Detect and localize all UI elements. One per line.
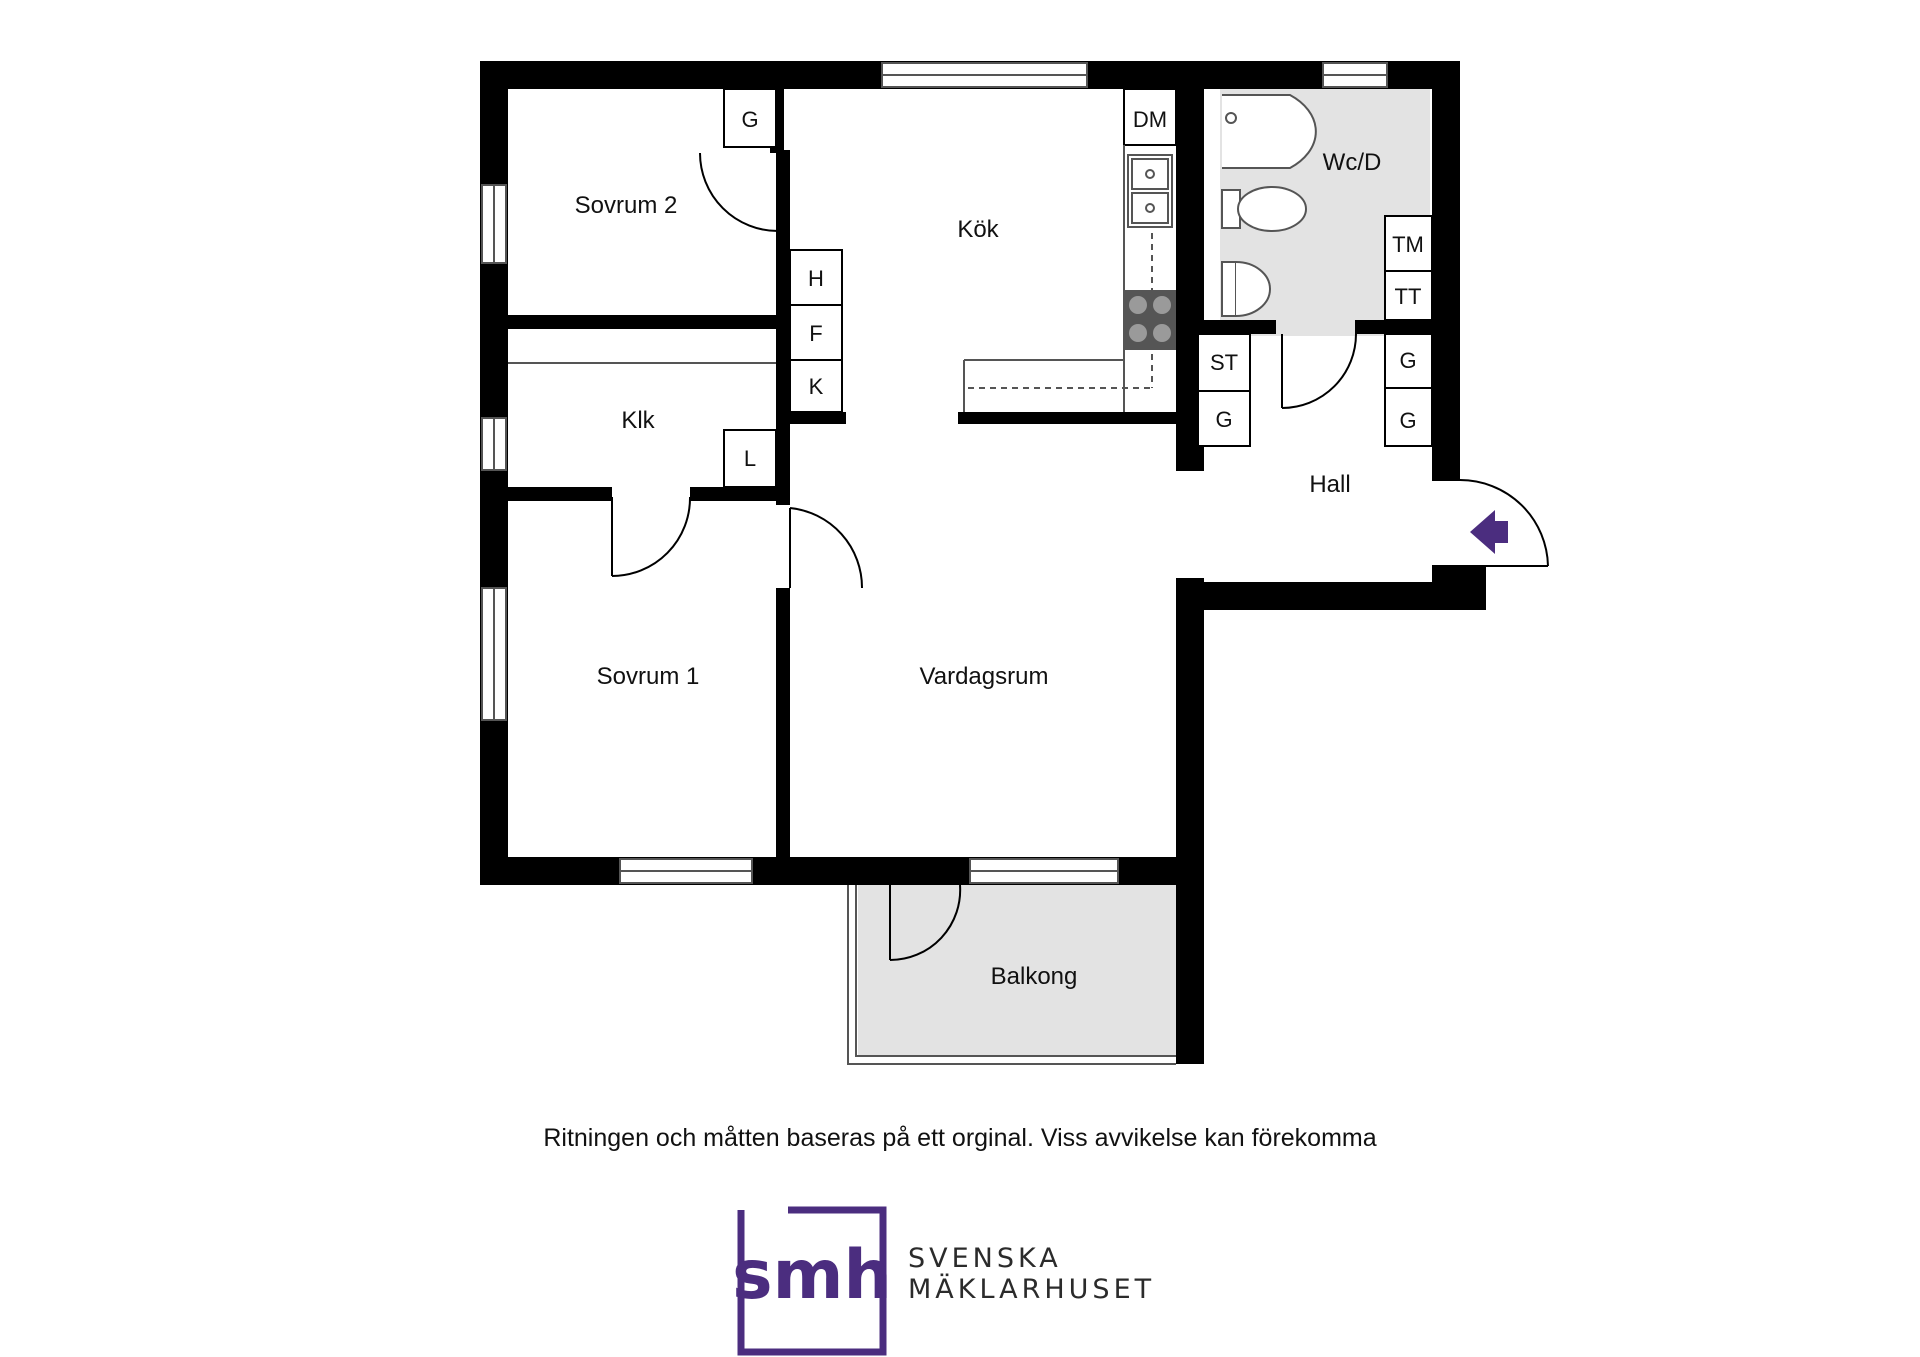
cabinet-label-g-hall-2: G: [1399, 408, 1416, 433]
balcony-floor: [858, 885, 1180, 1057]
doors: [611, 152, 1549, 962]
room-label-wc: Wc/D: [1323, 149, 1382, 176]
company-name-line2: MÄKLARHUSET: [908, 1274, 1156, 1305]
cabinet-label-g: G: [741, 107, 758, 132]
disclaimer-text: Ritningen och måtten baseras på ett orgi…: [543, 1124, 1377, 1152]
kitchen-counter: [963, 145, 1153, 412]
room-label-vardagsrum: Vardagsrum: [920, 663, 1049, 690]
room-label-hall: Hall: [1309, 471, 1350, 498]
bathroom-fixtures: [1221, 94, 1317, 317]
company-name-line1: SVENSKA: [908, 1243, 1062, 1274]
cabinet-label-l: L: [744, 446, 756, 471]
kitchen-sink: [1127, 154, 1173, 228]
windows: [481, 62, 1388, 884]
cabinet-label-g-hall-1: G: [1399, 348, 1416, 373]
smh-logo-mark: smh: [732, 1206, 892, 1356]
room-label-sovrum2: Sovrum 2: [575, 192, 678, 219]
entrance-arrow-icon: [1470, 510, 1508, 554]
stove: [1124, 290, 1176, 350]
room-label-klk: Klk: [621, 407, 655, 434]
cabinet-label-tm: TM: [1392, 232, 1424, 257]
balcony-railing: [847, 885, 1176, 1065]
cabinet-label-h: H: [808, 266, 824, 291]
cabinet-label-g-st: G: [1215, 407, 1232, 432]
company-name: SVENSKA MÄKLARHUSET: [908, 1243, 1155, 1305]
logo-mark-text: smh: [732, 1236, 892, 1315]
room-label-sovrum1: Sovrum 1: [597, 663, 700, 690]
cabinet-label-k: K: [809, 374, 824, 399]
cabinets: [723, 88, 1433, 488]
cabinet-label-st: ST: [1210, 350, 1238, 375]
cabinet-label-f: F: [809, 321, 822, 346]
room-label-kok: Kök: [957, 216, 999, 243]
cabinet-label-tt: TT: [1395, 284, 1422, 309]
cabinet-label-dm: DM: [1133, 107, 1167, 132]
room-label-balkong: Balkong: [991, 963, 1078, 990]
